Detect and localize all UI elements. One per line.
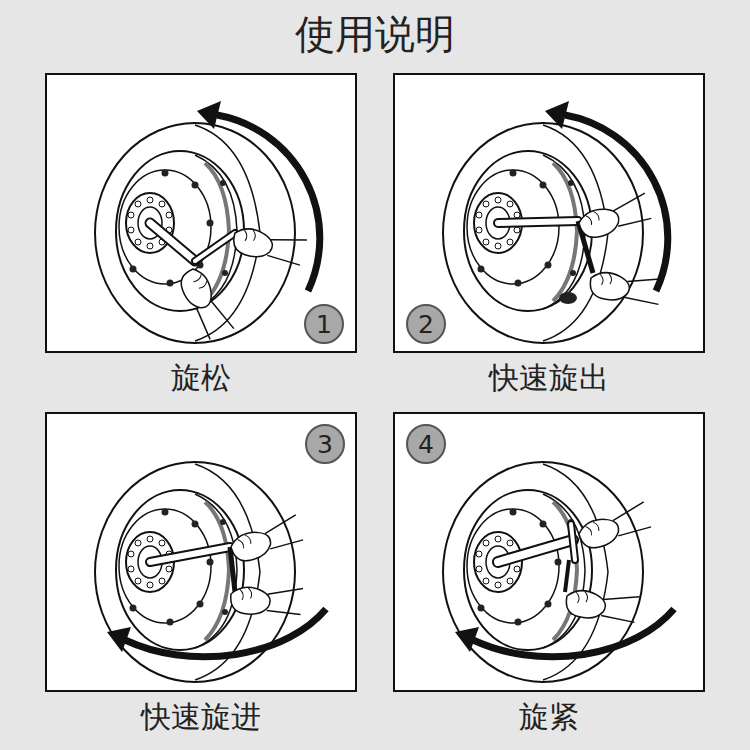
wrench-handle xyxy=(195,233,235,261)
panel-background xyxy=(45,73,357,353)
step-number: 4 xyxy=(406,424,446,464)
step-caption: 快速旋出 xyxy=(365,360,733,396)
hand xyxy=(575,501,653,550)
wrench-shaft xyxy=(498,540,573,562)
wrench-shaft xyxy=(150,223,195,261)
step-illustration xyxy=(95,101,320,343)
step-panel: 旋松1 xyxy=(45,73,357,353)
hand xyxy=(587,261,666,313)
panel-background xyxy=(45,412,357,692)
step-panel: 快速旋出2 xyxy=(393,73,705,353)
panel-background xyxy=(393,73,705,353)
hand xyxy=(228,576,305,623)
step-number: 1 xyxy=(304,304,344,344)
step-number-text: 1 xyxy=(316,312,332,337)
rotation-arrow xyxy=(455,609,674,657)
wrench-shaft xyxy=(498,540,573,562)
hand xyxy=(227,514,305,563)
speed-wrench xyxy=(150,547,230,562)
wheel xyxy=(95,123,295,343)
step-number-text: 2 xyxy=(418,312,434,337)
crank-arm xyxy=(565,560,569,592)
step-illustration xyxy=(443,462,674,682)
step-caption: 旋紧 xyxy=(365,699,733,735)
step-illustration xyxy=(95,462,326,682)
step-panel: 快速旋进3 xyxy=(45,412,357,692)
step-panel: 旋紧4 xyxy=(393,412,705,692)
speed-wrench xyxy=(150,547,230,562)
wrench-shaft xyxy=(150,223,195,261)
wrench-handle xyxy=(571,524,575,560)
lug-nut-removed xyxy=(559,292,577,304)
hand xyxy=(563,579,642,631)
rotation-arrow xyxy=(545,101,668,291)
rotation-arrow xyxy=(107,609,326,657)
hand xyxy=(229,216,309,274)
panel-background xyxy=(393,412,705,692)
wrench-handle xyxy=(571,524,575,560)
speed-wrench xyxy=(498,221,578,223)
speed-wrench xyxy=(498,221,578,223)
rotation-arrow xyxy=(197,101,320,291)
step-number-text: 3 xyxy=(317,432,333,457)
step-illustration xyxy=(443,101,668,343)
hand xyxy=(576,193,653,240)
step-number: 2 xyxy=(406,304,446,344)
step-caption: 旋松 xyxy=(17,360,385,396)
step-caption: 快速旋进 xyxy=(17,699,385,735)
step-number-text: 4 xyxy=(418,432,434,457)
hand xyxy=(177,263,235,343)
wheel xyxy=(443,123,643,343)
wrench-handle xyxy=(195,233,235,261)
page-title: 使用说明 xyxy=(0,6,750,62)
step-number: 3 xyxy=(305,424,345,464)
